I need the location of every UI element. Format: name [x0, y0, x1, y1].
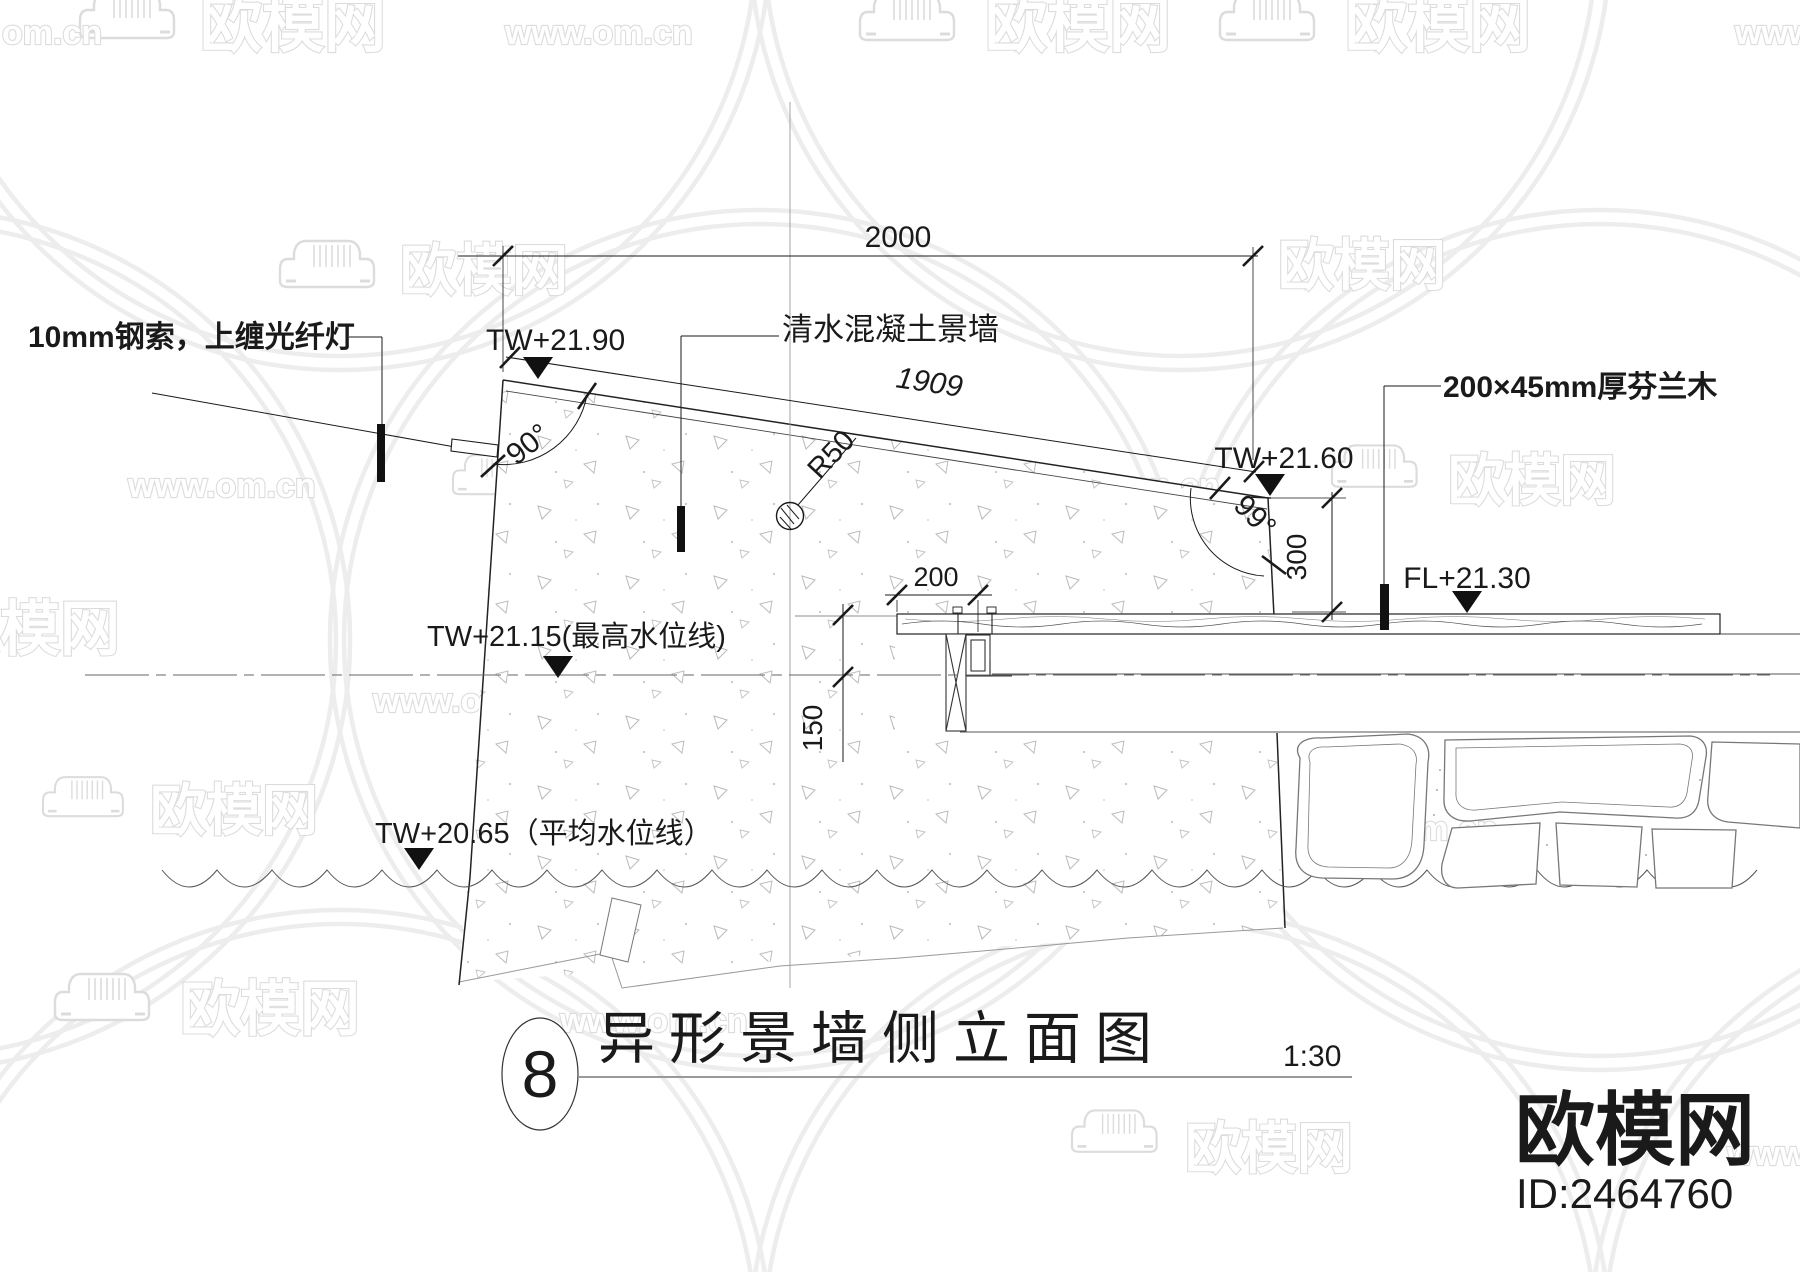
wall-callout: 清水混凝土景墙: [782, 312, 999, 347]
site-watermark: 欧模网 ID:2464760: [1515, 1086, 1755, 1217]
angle-arc-99: [1189, 487, 1265, 577]
dim-1909: 1909: [894, 361, 965, 404]
deck-support-post: [945, 633, 967, 732]
wall-top-edge: [502, 379, 1269, 499]
level-fl2130: FL+21.30: [1403, 562, 1531, 595]
svg-text:欧模网: 欧模网: [1345, 0, 1531, 60]
svg-text:www.om.cn: www.om.cn: [559, 1002, 748, 1040]
annotation-text: 10mm钢索，上缠光纤灯 清水混凝土景墙 200×45mm厚芬兰木 TW+21.…: [28, 221, 1717, 850]
wall-left-edge: [458, 379, 504, 986]
break-symbol: [599, 897, 642, 963]
marker-tw2190: [523, 357, 553, 379]
svg-text:www.om.cn: www.om.cn: [1726, 1135, 1800, 1173]
svg-text:om.cn: om.cn: [2, 14, 102, 52]
dim-150: 150: [797, 705, 828, 752]
angle-arc-90: [492, 394, 588, 466]
detail-number: 8: [522, 1037, 559, 1111]
concrete-wall: [458, 379, 1286, 989]
site-brand: 欧模网: [1515, 1086, 1755, 1175]
level-tw2065: TW+20.65（平均水位线）: [375, 817, 713, 850]
drawing-scale: 1:30: [1283, 1040, 1341, 1073]
wm-brand: 欧模网: [200, 0, 386, 60]
watermark-logos: 欧模网 www.om.cn 欧模网 欧模网 www.om.cn om.cn 欧模…: [0, 0, 1800, 1181]
drawing-title: 异形景墙侧立面图: [598, 1008, 1166, 1071]
svg-text:欧模网: 欧模网: [150, 779, 318, 842]
drain-pipe-circle: [775, 501, 805, 531]
detail-number-circle: [501, 1017, 579, 1131]
title-block: 8 异形景墙侧立面图 1:30: [501, 1008, 1352, 1131]
break-line: [458, 927, 1284, 989]
leader-lines: [151, 335, 1441, 590]
svg-text:欧模网: 欧模网: [1448, 449, 1616, 512]
steel-cable-line: [151, 392, 456, 448]
level-tw2115: TW+21.15(最高水位线): [427, 620, 726, 653]
svg-text:欧模网: 欧模网: [1278, 234, 1446, 297]
svg-text:欧模网: 欧模网: [985, 0, 1171, 60]
svg-text:www.om.cn: www.om.cn: [127, 467, 316, 505]
cable-callout: 10mm钢索，上缠光纤灯: [28, 320, 355, 354]
svg-text:欧模网: 欧模网: [180, 976, 360, 1043]
site-id: ID:2464760: [1516, 1170, 1733, 1217]
rock-pile: [1295, 733, 1800, 889]
deck-assembly: [795, 606, 1800, 733]
svg-text:www.om.cn: www.om.cn: [1734, 14, 1800, 52]
svg-text:欧模网: 欧模网: [0, 596, 120, 663]
cable-anchor: [450, 438, 499, 458]
wood-plank: [896, 613, 1721, 635]
wall-right-edge: [1267, 497, 1286, 929]
dim-200: 200: [913, 562, 958, 592]
wood-callout: 200×45mm厚芬兰木: [1443, 371, 1717, 404]
svg-text:欧模网: 欧模网: [1185, 1117, 1353, 1180]
wm-url: www.om.cn: [504, 14, 693, 52]
deck-bracket: [965, 634, 1012, 677]
level-tw2160: TW+21.60: [1214, 442, 1353, 475]
dim-300: 300: [1281, 534, 1312, 581]
svg-text:欧模网: 欧模网: [400, 239, 568, 302]
fiber-optic-light-bars: [377, 424, 1389, 630]
dimension-lines: [458, 245, 1346, 762]
marker-tw2160: [1255, 474, 1285, 496]
dim-2000: 2000: [865, 221, 932, 254]
level-tw2190: TW+21.90: [486, 324, 625, 357]
